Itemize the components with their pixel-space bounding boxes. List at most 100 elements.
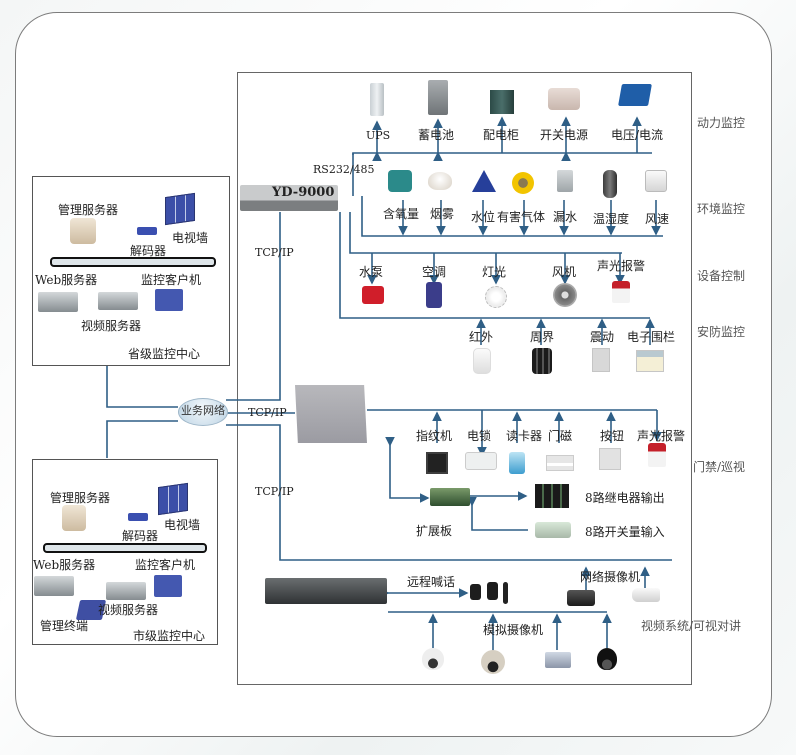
tv-wall-icon	[165, 192, 195, 226]
voltage-current-icon	[618, 84, 652, 106]
water-level-sensor-icon	[472, 170, 496, 192]
management-server-label: 管理服务器	[50, 491, 111, 505]
video-server-icon	[106, 582, 146, 600]
category-power: 动力监控	[697, 116, 746, 130]
relay-output-icon	[535, 484, 569, 508]
web-server-icon	[38, 292, 78, 312]
management-server-icon	[62, 505, 86, 531]
smoke-detector-icon	[428, 172, 452, 190]
sound-light-alarm-icon	[612, 281, 630, 303]
decoder-icon	[137, 227, 157, 235]
env-device-label: 风速	[645, 212, 670, 226]
vibration-sensor-icon	[592, 348, 610, 372]
equipment-device-label: 灯光	[482, 265, 507, 279]
analog-box-camera-icon	[545, 652, 571, 668]
switch-input-icon	[535, 522, 571, 538]
env-device-label: 水位	[471, 210, 496, 224]
light-icon	[485, 286, 507, 308]
monitor-client-icon	[154, 575, 182, 597]
expansion-board-icon	[430, 488, 470, 506]
tcp-ip-label: TCP/IP	[255, 485, 294, 498]
analog-dome-camera-icon	[422, 648, 444, 670]
exit-button-icon	[599, 448, 621, 470]
equipment-device-label: 空调	[422, 265, 447, 279]
decoder-label: 解码器	[130, 244, 167, 258]
equipment-device-label: 风机	[552, 265, 577, 279]
speaker-icon	[470, 584, 481, 600]
lan-bus	[50, 257, 216, 267]
switching-power-icon	[548, 88, 580, 110]
web-server-label: Web服务器	[33, 558, 96, 572]
security-device-label: 震动	[590, 330, 615, 344]
oxygen-sensor-icon	[388, 170, 412, 192]
access-device-label: 读卡器	[506, 429, 543, 443]
power-device-label: 蓄电池	[418, 128, 455, 142]
security-device-label: 电子围栏	[627, 330, 676, 344]
tv-wall-label: 电视墙	[164, 518, 201, 532]
door-magnet-icon	[546, 455, 574, 471]
management-terminal-label: 管理终端	[40, 619, 89, 633]
tv-wall-label: 电视墙	[172, 231, 209, 245]
fingerprint-reader-icon	[426, 452, 448, 474]
access-device-label: 电锁	[467, 429, 492, 443]
provincial-center-panel	[32, 176, 230, 366]
gas-sensor-icon	[512, 172, 534, 194]
fan-icon	[553, 283, 577, 307]
rs232-485-label: RS232/485	[313, 163, 375, 176]
relay-output-label: 8路继电器输出	[585, 491, 665, 505]
decoder-label: 解码器	[122, 529, 159, 543]
access-device-label: 按钮	[600, 429, 625, 443]
business-network-cloud: 业务网络	[178, 398, 228, 426]
provincial-center-title: 省级监控中心	[128, 347, 201, 361]
perimeter-sensor-icon	[532, 348, 552, 374]
env-device-label: 含氧量	[383, 207, 420, 221]
category-equipment: 设备控制	[697, 269, 746, 283]
web-server-icon	[34, 576, 74, 596]
power-device-label: UPS	[366, 129, 391, 142]
remote-talk-label: 远程喊话	[407, 575, 456, 589]
temp-humidity-sensor-icon	[603, 170, 617, 198]
video-server-label: 视频服务器	[81, 319, 142, 333]
category-environment: 环境监控	[697, 202, 746, 216]
tv-wall-icon	[158, 482, 188, 516]
security-device-label: 红外	[469, 330, 494, 344]
decoder-icon	[128, 513, 148, 521]
battery-icon	[428, 80, 448, 115]
sound-light-alarm-icon	[648, 443, 666, 467]
env-device-label: 漏水	[553, 210, 578, 224]
microphone-icon	[503, 582, 508, 604]
water-pump-icon	[362, 286, 384, 304]
infrared-sensor-icon	[473, 348, 491, 374]
video-server-label: 视频服务器	[98, 603, 159, 617]
electronic-fence-icon	[636, 350, 664, 372]
expansion-board-label: 扩展板	[416, 524, 453, 538]
security-device-label: 周界	[530, 330, 555, 344]
dvr-nvr-icon	[265, 578, 387, 604]
category-video: 视频系统/可视对讲	[641, 619, 742, 633]
network-camera-icon	[632, 588, 660, 602]
analog-dome-camera-icon	[597, 648, 617, 670]
web-server-label: Web服务器	[35, 273, 98, 287]
access-device-label: 声光报警	[637, 429, 686, 443]
electric-lock-icon	[465, 452, 497, 470]
power-device-label: 开关电源	[540, 128, 589, 142]
video-server-icon	[98, 292, 138, 310]
power-device-label: 电压/电流	[611, 128, 664, 142]
monitor-client-label: 监控客户机	[135, 558, 196, 572]
monitor-client-label: 监控客户机	[141, 273, 202, 287]
category-security: 安防监控	[697, 325, 746, 339]
ups-icon	[370, 83, 384, 116]
speaker-icon	[487, 582, 498, 600]
env-device-label: 温湿度	[593, 212, 630, 226]
tcp-ip-label: TCP/IP	[255, 246, 294, 259]
yd9000-controller	[240, 185, 338, 211]
switch-input-label: 8路开关量输入	[585, 525, 665, 539]
category-access: 门禁/巡视	[693, 460, 746, 474]
analog-dome-camera-icon	[481, 650, 505, 674]
tcp-ip-label: TCP/IP	[248, 406, 287, 419]
water-leak-sensor-icon	[557, 170, 573, 192]
env-device-label: 有害气体	[497, 210, 546, 224]
power-device-label: 配电柜	[483, 128, 520, 142]
air-conditioner-icon	[426, 282, 442, 308]
env-device-label: 烟雾	[430, 207, 455, 221]
